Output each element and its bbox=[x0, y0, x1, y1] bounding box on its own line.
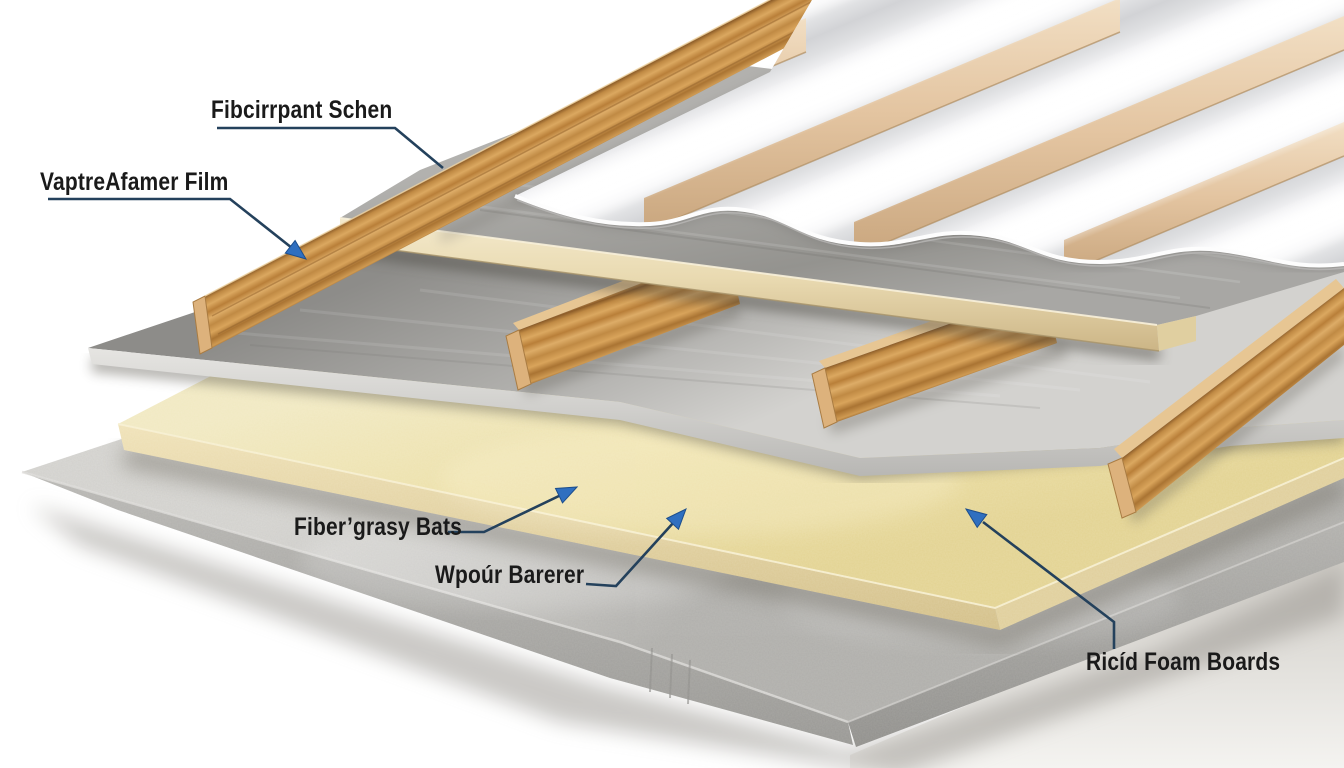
label-roof-sheet: Fibcirrpant Schen bbox=[211, 96, 393, 124]
label-fiberglass-batts: Fiber’grasy Bats bbox=[294, 513, 463, 541]
label-rigid-foam: Ricíd Foam Boards bbox=[1086, 648, 1281, 676]
leader-fiberglass bbox=[448, 493, 562, 534]
arrowhead bbox=[554, 486, 579, 504]
sheet-lip-highlight bbox=[514, 194, 1344, 268]
arrowhead bbox=[284, 239, 308, 260]
arrowhead bbox=[665, 508, 687, 531]
label-vapour-barrier: Wpoúr Barerer bbox=[435, 561, 585, 589]
leader-vapour-barrier bbox=[585, 521, 675, 588]
leader-roof-sheet bbox=[217, 126, 444, 169]
label-vapor-film: VaptreAfamer Film bbox=[40, 168, 229, 196]
arrowhead bbox=[964, 508, 988, 529]
leader-lines bbox=[48, 126, 1116, 649]
leader-rigid-foam bbox=[982, 520, 1116, 649]
leader-vapor-film bbox=[48, 197, 293, 250]
insulation-shadow bbox=[121, 445, 1344, 648]
arrowheads bbox=[284, 239, 988, 531]
sheet-lip-shade bbox=[516, 199, 1344, 271]
wood-rafter-right bbox=[1107, 279, 1344, 524]
wood-rafter bbox=[192, 0, 877, 355]
panel-shadow bbox=[339, 241, 1161, 361]
